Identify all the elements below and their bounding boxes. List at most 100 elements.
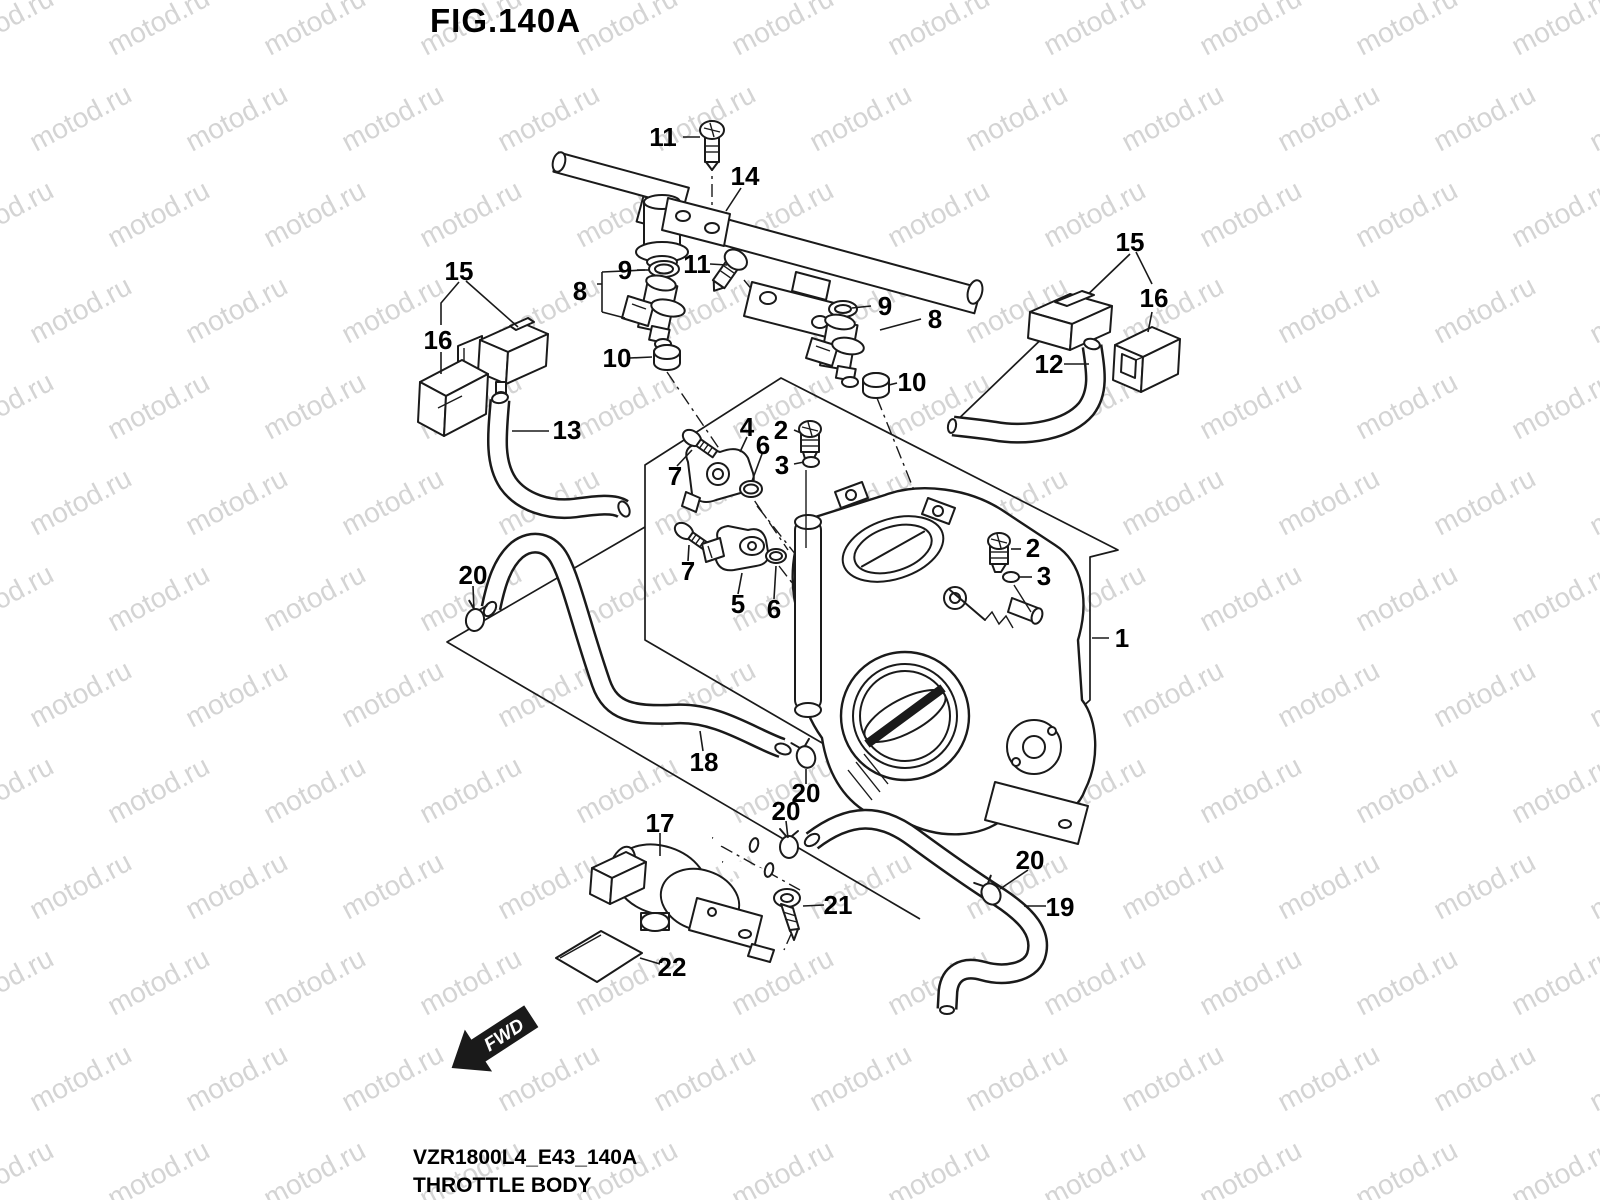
watermark-text: motod.ru [726, 1134, 838, 1200]
watermark-text: motod.ru [414, 942, 526, 1021]
callout-2: 2 [1026, 533, 1040, 563]
watermark-text: motod.ru [336, 1038, 448, 1117]
watermark-text: motod.ru [1272, 78, 1384, 157]
watermark-text: motod.ru [1584, 654, 1600, 733]
callout-11: 11 [649, 122, 677, 152]
callout-21: 21 [824, 890, 853, 920]
watermark-text: motod.ru [1506, 0, 1600, 61]
air-screw-2-right [987, 532, 1011, 573]
watermark-text: motod.ru [1584, 270, 1600, 349]
throttle-body [791, 481, 1097, 845]
axis-valve-2-right [1013, 584, 1032, 613]
watermark-text: motod.ru [1116, 654, 1228, 733]
watermark-text: motod.ru [882, 1134, 994, 1200]
watermark-text: motod.ru [882, 942, 994, 1021]
watermark-text: motod.ru [258, 750, 370, 829]
watermark-text: motod.ru [1116, 1038, 1228, 1117]
watermark-text: motod.ru [102, 366, 214, 445]
watermark-text: motod.ru [1428, 1038, 1540, 1117]
watermark-text: motod.ru [180, 270, 292, 349]
watermark-text: motod.ru [414, 750, 526, 829]
callout-7: 7 [668, 461, 682, 491]
callout-16: 16 [424, 325, 453, 355]
watermark-text: motod.ru [726, 942, 838, 1021]
watermark-text: motod.ru [1506, 558, 1600, 637]
callout-14: 14 [731, 161, 760, 191]
main-bore [839, 650, 971, 782]
mount-screw-21 [773, 888, 801, 941]
idle-sensor-5 [701, 525, 770, 572]
watermark-text: motod.ru [0, 174, 58, 253]
watermark-text: motod.ru [1038, 1134, 1150, 1200]
figure-code: VZR1800L4_E43_140A [413, 1146, 638, 1169]
callout-5: 5 [731, 589, 745, 619]
watermark-text: motod.ru [1350, 1134, 1462, 1200]
vacuum-hose-13 [486, 391, 631, 520]
watermark-text: motod.ru [258, 1134, 370, 1200]
watermark-text: motod.ru [24, 846, 136, 925]
watermark-text: motod.ru [1116, 462, 1228, 541]
watermark-text: motod.ru [882, 0, 994, 61]
watermark-text: motod.ru [24, 654, 136, 733]
watermark-text: motod.ru [1506, 174, 1600, 253]
watermark-text: motod.ru [1116, 846, 1228, 925]
watermark-text: motod.ru [258, 0, 370, 61]
watermark-text: motod.ru [1038, 942, 1150, 1021]
callout-20: 20 [792, 778, 821, 808]
watermark-text: motod.ru [1272, 1038, 1384, 1117]
watermark-text: motod.ru [102, 174, 214, 253]
figure-caption: THROTTLE BODY [413, 1174, 592, 1197]
watermark-text: motod.ru [180, 78, 292, 157]
watermark-text: motod.ru [804, 1038, 916, 1117]
watermark-text: motod.ru [1272, 654, 1384, 733]
injector-cushion-left [653, 344, 681, 371]
hose-clamp-20-hose18 [790, 737, 817, 769]
injector-cushion-right [862, 372, 890, 399]
watermark-text: motod.ru [336, 78, 448, 157]
watermark-text: motod.ru [1194, 366, 1306, 445]
watermark-text: motod.ru [570, 366, 682, 445]
hose-clamp-20-mid [779, 828, 799, 859]
watermark-text: motod.ru [414, 174, 526, 253]
cushion-pad-22 [555, 930, 643, 983]
watermark-text: motod.ru [102, 1134, 214, 1200]
vacuum-hose-12 [946, 337, 1106, 444]
callout-10: 10 [603, 343, 632, 373]
callout-10: 10 [898, 367, 927, 397]
watermark-text: motod.ru [1584, 1038, 1600, 1117]
watermark-text: motod.ru [102, 558, 214, 637]
callout-18: 18 [690, 747, 719, 777]
watermark-text: motod.ru [570, 0, 682, 61]
watermark-text: motod.ru [258, 174, 370, 253]
watermark-text: motod.ru [0, 750, 58, 829]
watermark-text: motod.ru [1194, 558, 1306, 637]
watermark-text: motod.ru [492, 1038, 604, 1117]
callout-2: 2 [774, 415, 788, 445]
watermark-text: motod.ru [1428, 78, 1540, 157]
watermark-text: motod.ru [258, 942, 370, 1021]
body-fuel-pipe [794, 519, 822, 711]
watermark-text: motod.ru [1428, 846, 1540, 925]
watermark-text: motod.ru [804, 78, 916, 157]
watermark-text: motod.ru [1428, 270, 1540, 349]
throttle-position-sensor [681, 443, 755, 513]
callout-13: 13 [553, 415, 582, 445]
callout-15: 15 [1116, 227, 1145, 257]
watermark-text: motod.ru [180, 1038, 292, 1117]
watermark-text: motod.ru [1194, 942, 1306, 1021]
watermark-text: motod.ru [1350, 750, 1462, 829]
watermark-text: motod.ru [102, 0, 214, 61]
watermark-text: motod.ru [1272, 846, 1384, 925]
watermark-text: motod.ru [336, 654, 448, 733]
watermark-text: motod.ru [336, 462, 448, 541]
watermark-text: motod.ru [0, 0, 58, 61]
callout-8: 8 [573, 276, 587, 306]
watermark-text: motod.ru [726, 0, 838, 61]
watermark-text: motod.ru [180, 462, 292, 541]
callout-11: 11 [683, 249, 711, 279]
callout-16: 16 [1140, 283, 1169, 313]
watermark-text: motod.ru [0, 1134, 58, 1200]
watermark-text: motod.ru [24, 78, 136, 157]
watermark-text: motod.ru [1584, 462, 1600, 541]
